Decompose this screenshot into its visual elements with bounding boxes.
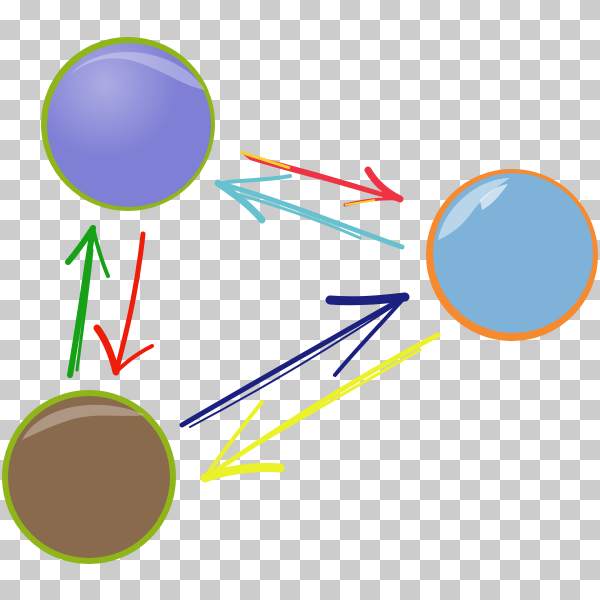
arrow-brown-to-blue (179, 292, 410, 428)
brown-circle-node (2, 390, 176, 564)
blue-circle-highlight (438, 178, 510, 240)
arrow-blue-to-purple (214, 174, 405, 250)
blue-circle-node (426, 169, 598, 341)
brown-circle-highlight (22, 404, 145, 440)
purple-circle-node (41, 37, 215, 211)
arrow-brown-to-purple (65, 225, 110, 378)
arrow-blue-to-brown (200, 332, 441, 483)
arrow-purple-to-brown (93, 231, 154, 376)
arrow-purple-to-blue (239, 150, 404, 207)
